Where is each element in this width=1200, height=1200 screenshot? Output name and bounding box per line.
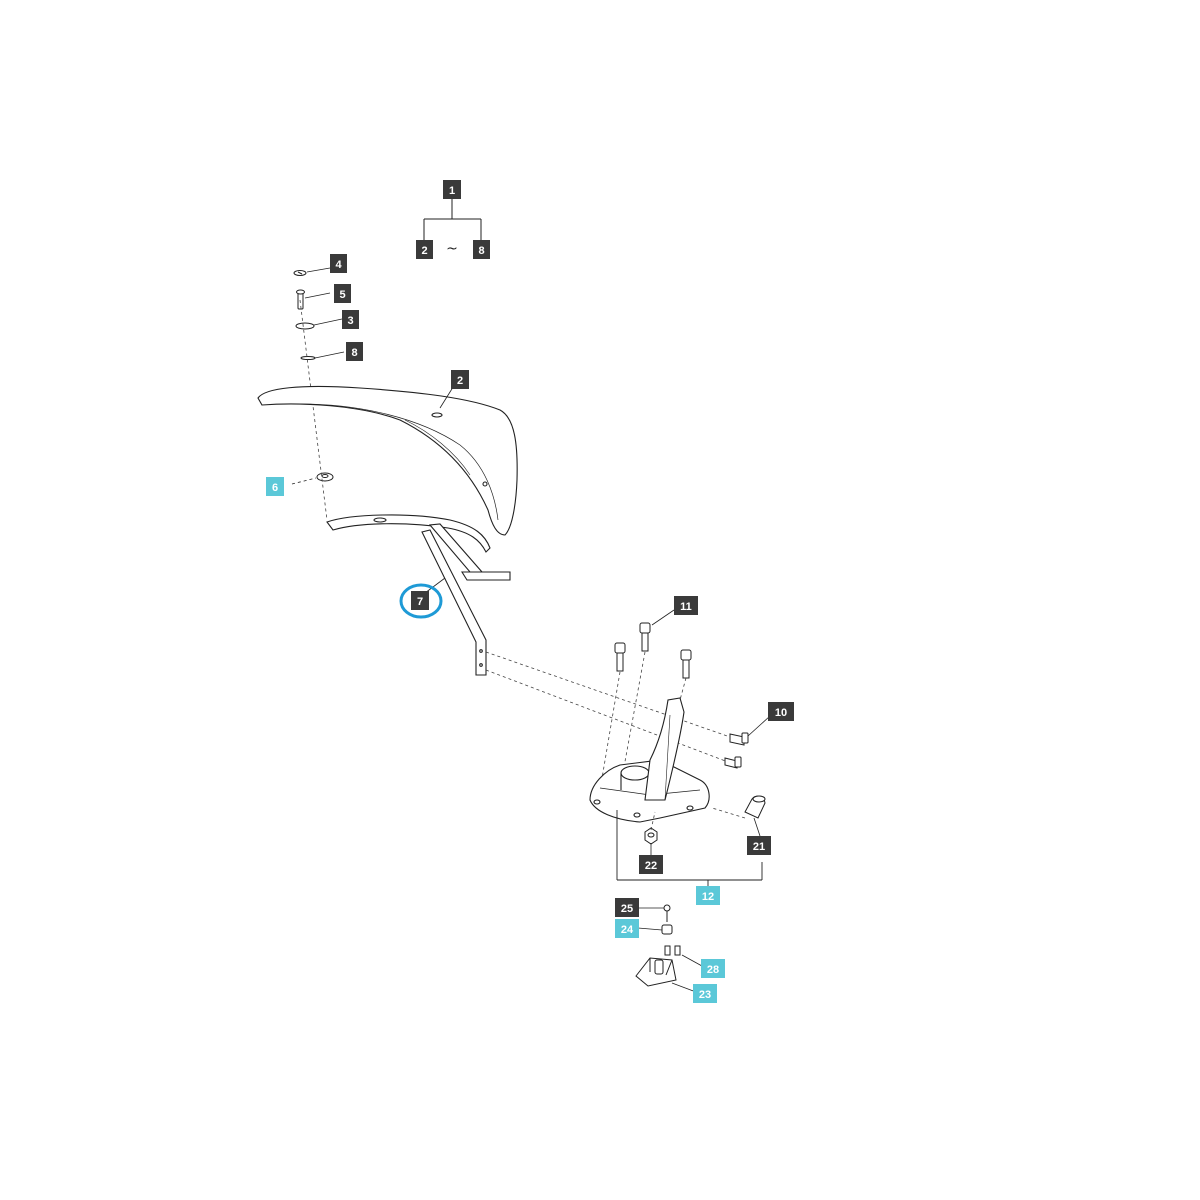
callout-22[interactable]: 22: [639, 855, 663, 874]
fender-stay: [326, 514, 511, 676]
callout-4[interactable]: 4: [330, 254, 347, 273]
range-separator: ~: [446, 241, 458, 257]
callout-6-text: 6: [272, 482, 278, 494]
callout-2-range-text: 2: [421, 245, 427, 257]
callout-1[interactable]: 1: [443, 180, 461, 199]
callout-28-text: 28: [707, 964, 719, 976]
callout-3[interactable]: 3: [342, 310, 359, 329]
clip-leaders: [637, 907, 703, 993]
callout-6[interactable]: 6: [266, 477, 284, 496]
bolts-11: [614, 622, 692, 679]
stay-mount-axes: [485, 651, 734, 763]
bolt-10-leader: [747, 715, 771, 737]
bolt-11-axes: [599, 651, 687, 791]
nut-22: [644, 827, 658, 845]
callout-25[interactable]: 25: [615, 898, 639, 917]
fender: [257, 385, 518, 536]
callout-7[interactable]: 7: [411, 591, 429, 610]
stay-leader: [424, 577, 446, 594]
knob-leader: [753, 817, 761, 837]
callout-24[interactable]: 24: [615, 919, 639, 938]
callout-11[interactable]: 11: [674, 596, 698, 615]
bolts-10: [724, 732, 749, 769]
callout-22-text: 22: [645, 860, 657, 872]
group-12-bracket: [616, 810, 763, 886]
callout-4-text: 4: [335, 259, 342, 271]
hardware-stack: [293, 270, 334, 482]
callout-3-text: 3: [347, 315, 353, 327]
highlight-ring-part-7: [399, 583, 443, 619]
callout-1-text: 1: [449, 185, 455, 197]
callout-7-text: 7: [417, 596, 423, 608]
callout-21[interactable]: 21: [747, 836, 771, 855]
callout-25-text: 25: [621, 903, 633, 915]
callout-24-text: 24: [621, 924, 634, 936]
stack-leaders: [291, 267, 345, 485]
callout-12-text: 12: [702, 891, 714, 903]
callout-8-range-text: 8: [478, 245, 484, 257]
callout-23-text: 23: [699, 989, 711, 1001]
callout-10-text: 10: [775, 707, 787, 719]
callout-11-text: 11: [680, 601, 692, 613]
callout-28[interactable]: 28: [701, 959, 725, 978]
callout-5-text: 5: [339, 289, 345, 301]
knob-axis: [711, 807, 746, 819]
knob-21: [744, 795, 766, 819]
callout-21-text: 21: [753, 841, 765, 853]
callout-8-text: 8: [351, 347, 357, 359]
callout-12[interactable]: 12: [696, 886, 720, 905]
callout-2[interactable]: 2: [451, 370, 469, 389]
callout-5[interactable]: 5: [334, 284, 351, 303]
assembly-range-header: [423, 199, 482, 240]
callout-8[interactable]: 8: [346, 342, 363, 361]
clip-assembly: [635, 904, 681, 987]
callout-2-text: 2: [457, 375, 463, 387]
callout-10[interactable]: 10: [768, 702, 794, 721]
mount-bracket: [589, 697, 710, 823]
callout-2-range-start[interactable]: 2: [416, 240, 433, 259]
assembly-axis-stack: [299, 299, 328, 521]
callout-8-range-end[interactable]: 8: [473, 240, 490, 259]
bolt-11-leader: [651, 609, 675, 626]
callout-23[interactable]: 23: [693, 984, 717, 1003]
